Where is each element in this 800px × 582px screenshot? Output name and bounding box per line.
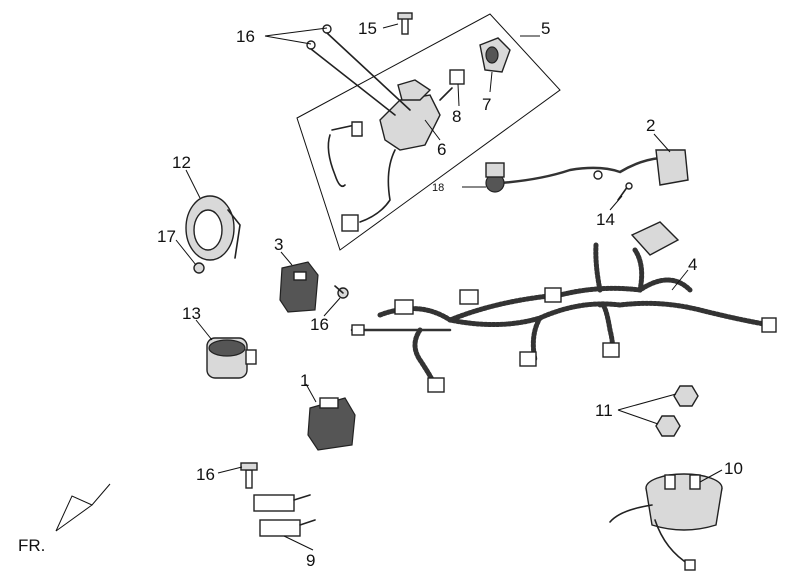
part-16-screws-top — [306, 24, 411, 116]
callout-4: 4 — [688, 255, 697, 274]
assembly-box-5 — [296, 13, 561, 251]
part-16-screw-mid — [334, 285, 349, 299]
callout-18: 18 — [432, 182, 444, 194]
part-15-bolt — [397, 12, 413, 35]
callout-12: 12 — [172, 153, 191, 172]
part-12-horn — [185, 195, 241, 261]
callout-16-low: 16 — [196, 465, 215, 484]
callout-6: 6 — [437, 140, 446, 159]
callout-15: 15 — [358, 19, 377, 38]
callout-7: 7 — [482, 95, 491, 114]
leader-lines — [175, 23, 723, 551]
part-16-screw-low — [240, 462, 258, 489]
part-9-connectors — [253, 494, 316, 537]
part-14-bolt — [617, 182, 633, 201]
part-6-lock-assembly — [327, 79, 453, 232]
part-8-connector — [449, 69, 465, 85]
front-direction-arrow: FR. — [18, 483, 111, 555]
part-10-fuel-pump — [609, 473, 723, 571]
part-1-relay — [307, 397, 356, 451]
callout-13: 13 — [182, 304, 201, 323]
callout-16-top: 16 — [236, 27, 255, 46]
callout-2: 2 — [646, 116, 655, 135]
part-17-screw — [193, 262, 205, 274]
callout-9: 9 — [306, 551, 315, 570]
callout-5: 5 — [541, 19, 550, 38]
part-11-nuts — [655, 385, 699, 437]
front-label: FR. — [18, 536, 45, 555]
part-4-wire-harness — [350, 221, 777, 393]
callout-14: 14 — [596, 210, 615, 229]
part-7-cap — [479, 37, 511, 73]
callout-11: 11 — [595, 401, 613, 420]
part-3-relay — [279, 261, 319, 313]
part-13-flasher — [206, 337, 257, 379]
callout-17: 17 — [157, 227, 176, 246]
callout-1: 1 — [300, 371, 309, 390]
part-2-sensor-cable — [485, 149, 689, 193]
callout-10: 10 — [724, 459, 743, 478]
callout-3: 3 — [274, 235, 283, 254]
callout-labels: 16 15 5 7 8 6 2 18 14 4 12 17 3 16 13 1 … — [157, 19, 743, 570]
callout-16-mid: 16 — [310, 315, 329, 334]
callout-8: 8 — [452, 107, 461, 126]
